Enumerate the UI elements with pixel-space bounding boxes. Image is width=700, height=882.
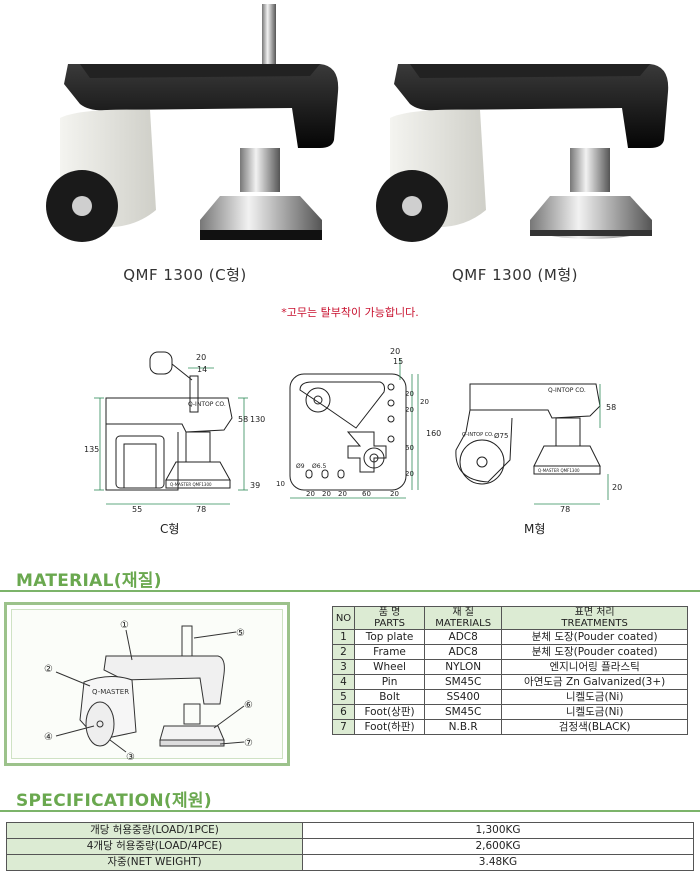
header-treatments: 표면 처리 TREATMENTS (501, 606, 688, 630)
table-row: 개당 허용중량(LOAD/1PCE)1,300KG (6, 822, 694, 839)
dim-plate-60: 60 (405, 444, 414, 452)
dim-plate-b20d: 20 (390, 490, 399, 498)
callout-3: ③ (126, 752, 135, 762)
dim-plate-20d: 20 (405, 470, 414, 478)
m-plate-text: Q-MASTER QMF1300 (538, 468, 580, 473)
specification-divider (0, 810, 700, 812)
specification-table: 개당 허용중량(LOAD/1PCE)1,300KG 4개당 허용중량(LOAD/… (6, 822, 694, 871)
callout-5: ⑤ (236, 628, 245, 639)
caster-parts-diagram: Q-MASTER ① ② ③ ④ ⑤ ⑥ ⑦ (44, 620, 253, 762)
dim-plate-hole9: Ø9 (296, 463, 305, 470)
dim-c-135: 135 (84, 445, 99, 454)
header-no: NO (332, 606, 355, 630)
callout-6: ⑥ (244, 700, 253, 711)
material-table: NO 품 명 PARTS 재 질 MATERIALS 표면 처리 TREATME… (332, 606, 688, 735)
specification-title: SPECIFICATION(제원) (16, 791, 212, 811)
diagram-brand: Q-MASTER (92, 688, 129, 696)
rubber-note: *고무는 탈부착이 가능합니다. (281, 306, 419, 319)
drawing-c-type: 20 14 130 58 135 39 55 78 Q-INTOP CO. Q-… (84, 351, 265, 514)
material-table-header: NO 품 명 PARTS 재 질 MATERIALS 표면 처리 TREATME… (332, 606, 688, 630)
header-materials: 재 질 MATERIALS (424, 606, 503, 630)
table-row: 4개당 허용중량(LOAD/4PCE)2,600KG (6, 838, 694, 855)
dim-plate-b20a: 20 (306, 490, 315, 498)
material-divider (0, 590, 700, 592)
dim-plate-20-top: 20 (390, 347, 400, 356)
dim-plate-20b: 20 (405, 406, 414, 414)
callout-1: ① (120, 620, 129, 631)
drawing-m-type: Q-INTOP CO. Q-INTOP CO. Q-MASTER QMF1300… (455, 383, 622, 514)
dim-plate-20c: 20 (420, 398, 429, 406)
header-parts: 품 명 PARTS (353, 606, 426, 630)
drawing-m-label: M형 (524, 522, 546, 536)
m-brand-text: Q-INTOP CO. (548, 387, 586, 394)
c-plate-text: Q-MASTER QMF1300 (170, 482, 212, 487)
technical-drawings: 20 14 130 58 135 39 55 78 Q-INTOP CO. Q-… (84, 347, 622, 514)
table-row: 자중(NET WEIGHT)3.48KG (6, 854, 694, 871)
caster-m-type-image (376, 64, 669, 242)
dim-m-58: 58 (606, 403, 616, 412)
dim-plate-b20b: 20 (322, 490, 331, 498)
photo-m-type (350, 0, 680, 260)
dim-c-130: 130 (250, 415, 265, 424)
photo-m-label: QMF 1300 (M형) (451, 266, 579, 284)
dim-c-58: 58 (238, 415, 248, 424)
material-diagram: Q-MASTER ① ② ③ ④ ⑤ ⑥ ⑦ (4, 602, 290, 766)
caster-c-type-image (46, 4, 339, 242)
m-brand-text-2: Q-INTOP CO. (462, 432, 494, 438)
dim-plate-b20c: 20 (338, 490, 347, 498)
dim-c-14: 14 (197, 365, 207, 374)
material-title: MATERIAL(재질) (16, 571, 162, 591)
drawing-c-label: C형 (160, 522, 180, 536)
c-brand-text: Q-INTOP CO. (188, 401, 226, 408)
callout-7: ⑦ (244, 738, 253, 749)
dim-plate-20a: 20 (405, 390, 414, 398)
dim-m-75: Ø75 (494, 432, 508, 440)
dim-plate-b60: 60 (362, 490, 371, 498)
dim-m-20: 20 (612, 483, 622, 492)
dim-plate-hole65: Ø6.5 (312, 463, 326, 470)
dim-c-55: 55 (132, 505, 142, 514)
drawing-top-plate: 20 15 20 20 20 160 60 20 Ø9 Ø6.5 20 20 2… (276, 347, 441, 499)
photo-c-label: QMF 1300 (C형) (123, 266, 247, 284)
dim-plate-160: 160 (426, 429, 441, 438)
dim-plate-l10: 10 (276, 480, 285, 488)
product-photos: QMF 1300 (C형) QMF 1300 (M형) (0, 0, 700, 300)
callout-2: ② (44, 664, 53, 675)
dim-c-39: 39 (250, 481, 260, 490)
dim-c-20: 20 (196, 353, 206, 362)
dim-plate-15: 15 (393, 357, 403, 366)
dim-c-78: 78 (196, 505, 206, 514)
dim-m-78: 78 (560, 505, 570, 514)
photo-c-type (20, 0, 350, 260)
callout-4: ④ (44, 732, 53, 743)
